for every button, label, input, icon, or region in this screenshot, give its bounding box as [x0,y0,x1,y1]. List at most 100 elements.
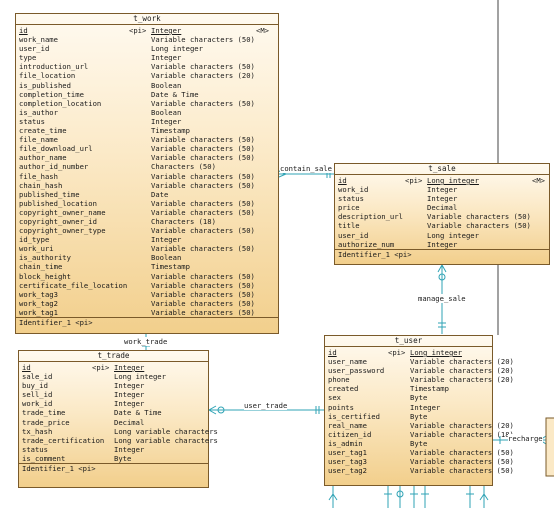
attribute-name: authorize_num [338,239,395,249]
attribute-type: Long variable characters [114,426,218,436]
attribute-name: author_name [19,153,67,163]
attribute-type: Byte [114,453,132,463]
attribute-type: Date & Time [114,408,162,418]
entity-title: t_work [16,14,278,25]
attribute-name: type [19,53,37,63]
attribute-type: Decimal [114,417,145,427]
attribute-type: Integer [151,26,182,35]
attribute-type: Characters (18) [151,216,216,226]
attribute-name: created [328,384,359,394]
entity-identifier: Identifier_1 <pi> [335,248,549,260]
attribute-row: points Integer [325,403,492,412]
attribute-type: Integer [427,194,458,204]
attribute-name: trade_time [22,408,66,418]
entity-title: t_user [325,336,492,347]
attribute-name: completion_time [19,89,84,99]
entity-identifier: Identifier_1 <pi> [16,317,278,328]
attribute-type: Variable characters (50) [151,289,255,299]
attribute-name: user_tag2 [328,466,367,476]
attribute-type: Characters (50) [151,162,216,172]
attribute-type: Integer [410,402,441,412]
attribute-type: Integer [427,239,458,249]
attribute-type: Variable characters (20) [410,357,514,367]
attribute-key-marker: <pi> [388,348,406,357]
attribute-type: Integer [427,185,458,195]
attribute-type: Variable characters (20) [410,375,514,385]
attribute-name: id [22,363,31,372]
attribute-type: Variable characters (50) [410,466,514,476]
attribute-row: file_hash Variable characters (50) [16,172,278,181]
attribute-name: certificate_file_location [19,280,128,290]
attribute-name: points [328,402,354,412]
attribute-name: phone [328,375,350,385]
attribute-type: Long integer [410,348,462,357]
attribute-type: Variable characters (50) [151,244,255,254]
attribute-type: Integer [114,381,145,391]
attribute-row: status Integer [335,194,549,203]
attribute-type: Boolean [151,253,182,263]
attribute-row: published_location Variable characters (5… [16,199,278,208]
attribute-name: status [338,194,364,204]
attribute-row: user_name Variable characters (20) [325,357,514,367]
attribute-type: Variable characters (50) [151,298,255,308]
attribute-type: Variable characters (20) [151,71,255,81]
attribute-type: Long integer [427,176,479,185]
attribute-type: Long integer [151,44,203,54]
attribute-type: Date & Time [151,89,199,99]
attribute-type: Byte [410,393,428,403]
attribute-name: work_tag1 [19,307,58,317]
attribute-name: id_type [19,235,50,245]
attribute-name: work_uri [19,244,54,254]
attribute-type: Integer [114,363,145,372]
attribute-type: Variable characters (50) [410,457,514,467]
attribute-type: Variable characters (50) [151,198,255,208]
attribute-type: Boolean [151,107,182,117]
attribute-type: Long variable characters [114,435,218,445]
attribute-type: Variable characters (50) [151,153,255,163]
attribute-type: Boolean [151,80,182,90]
attribute-name: create_time [19,126,67,136]
attribute-type: Variable characters (50) [151,307,255,317]
attribute-row: trade_time Date & Time [19,408,208,417]
attribute-row: phone Variable characters (20) [325,375,514,385]
relation-label-manage-sale: manage_sale [418,294,466,303]
attribute-name: chain_hash [19,180,63,190]
attribute-name: sale_id [22,372,53,382]
attribute-name: completion_location [19,98,102,108]
attribute-name: file_hash [19,171,58,181]
attribute-name: published_location [19,198,97,208]
attribute-type: Variable characters (50) [151,98,255,108]
attribute-name: tx_hash [22,426,53,436]
attribute-type: Integer [114,390,145,400]
attribute-type: Variable characters (50) [151,171,255,181]
relation-label-user-trade: user_trade [244,401,288,410]
attribute-mandatory-marker: <M> [256,26,269,35]
attribute-name: user_name [328,357,367,367]
attribute-name: work_id [338,185,369,195]
attribute-key-marker: <pi> [92,363,110,372]
attribute-name: copyright_owner_type [19,226,106,236]
